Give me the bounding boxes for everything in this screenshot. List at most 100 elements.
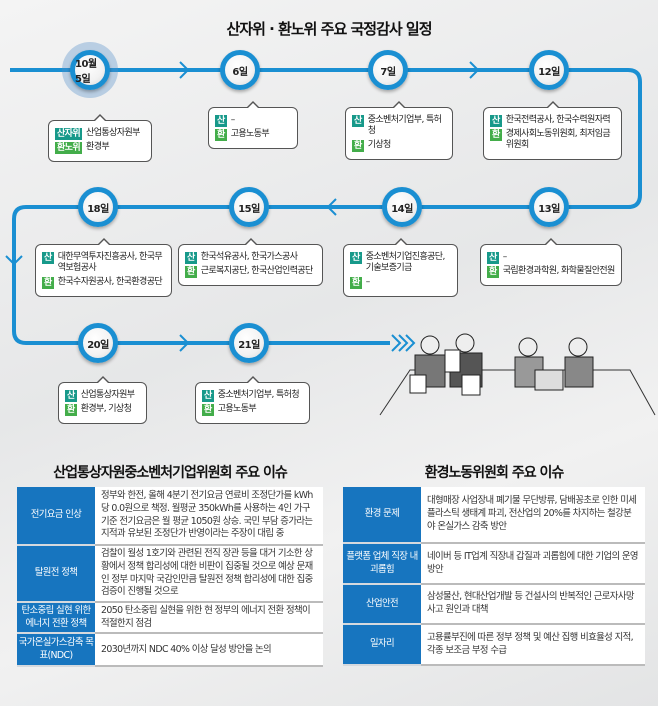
hwan-badge: 환: [215, 129, 227, 141]
san-agencies: 산업통상자원부: [80, 390, 135, 400]
meeting-illustration: [379, 333, 656, 416]
issue-topic: 환경 문제: [343, 487, 421, 544]
hwan-agencies: 기상청: [367, 139, 392, 150]
issue-topic: 탈원전 정책: [17, 545, 95, 603]
hwan-badge: 환: [65, 404, 77, 416]
issue-topic: 산업안전: [343, 584, 421, 625]
san-badge: 산: [202, 390, 214, 402]
date-node: 20일: [78, 323, 118, 363]
issue-topic: 전기요금 인상: [17, 487, 95, 546]
arrow-right-icon: [469, 61, 480, 79]
hwan-agencies: 고용노동부: [230, 129, 270, 139]
hwan-agencies: 경제사회노동위원회, 최저임금위원회: [505, 129, 611, 151]
issue-topic: 일자리: [343, 624, 421, 666]
hwan-agencies: 고용노동부: [217, 404, 257, 414]
san-badge: 산: [490, 115, 502, 127]
date-label: 21일: [238, 339, 260, 351]
san-agencies: 중소벤처기업부, 특허청: [217, 390, 300, 400]
issue-topic: 국가온실가스감축 목표(NDC): [17, 633, 95, 668]
hwan-badge: 환: [42, 276, 54, 289]
hwan-badge: 환: [185, 266, 197, 278]
issue-topic: 탄소중립 실현 위한 에너지 전환 정책: [17, 602, 95, 635]
issue-topic: 플랫폼 업체 직장 내 괴롭힘: [343, 543, 421, 585]
date-node-first: 10월 5일: [70, 50, 110, 90]
right-table-title: 환경노동위원회 주요 이슈: [424, 465, 564, 481]
san-agencies: 중소벤처기업부, 특허청: [367, 115, 442, 137]
arrow-left-icon: [326, 198, 337, 216]
date-node: 15일: [229, 187, 269, 227]
date-node: 12일: [529, 50, 569, 90]
issue-detail: 삼성물산, 현대산업개발 등 건설사의 반복적인 근로자사망사고 원인과 대책: [421, 584, 645, 625]
hwan-badge: 환: [350, 276, 362, 289]
date-label: 10월 5일: [75, 59, 97, 85]
san-badge: 산: [352, 115, 364, 127]
san-badge: 산: [42, 252, 54, 264]
hwan-agencies: 국립환경과학원, 화학물질안전원: [502, 266, 616, 276]
san-badge: 산: [65, 390, 77, 402]
issue-detail: 고용률부진에 따른 정부 정책 및 예산 집행 비효율성 지적, 각종 보조금 …: [421, 624, 645, 666]
double-chevron-icon: [391, 334, 416, 352]
arrow-down-icon: [5, 255, 23, 266]
hwan-agencies: 근로복지공단, 한국산업인력공단: [200, 266, 314, 276]
san-badge: 산: [487, 252, 499, 264]
date-node: 13일: [529, 187, 569, 227]
issue-detail: 2050 탄소중립 실현을 위한 현 정부의 에너지 전환 정책이 적절한지 점…: [95, 602, 323, 635]
issue-detail: 정부와 한전, 올해 4분기 전기요금 연료비 조정단가를 kWh당 0.0원으…: [95, 487, 323, 546]
date-node: 18일: [78, 187, 118, 227]
san-agencies: 대한무역투자진흥공사, 한국무역보험공사: [57, 252, 163, 274]
san-badge: 산: [185, 252, 197, 264]
san-agencies: 중소벤처기업진흥공단, 기술보증기금: [365, 252, 446, 274]
hwan-agencies: 환경부, 기상청: [80, 404, 132, 414]
san-agencies: 한국전력공사, 한국수력원자력: [505, 115, 611, 125]
date-label: 12일: [538, 66, 560, 78]
date-node: 14일: [382, 187, 422, 227]
date-label: 18일: [87, 203, 109, 215]
issue-detail: 네이버 등 IT업계 직장내 갑질과 괴롭힘에 대한 기업의 운영방안: [421, 543, 645, 585]
arrow-right-icon: [179, 334, 190, 352]
issue-detail: 2030년까지 NDC 40% 이상 달성 방안을 논의: [95, 633, 323, 668]
issue-detail: 검찰이 월성 1호기와 관련된 전직 장관 등을 대거 기소한 상황에서 정책 …: [95, 545, 323, 603]
san-badge: 산: [350, 252, 362, 264]
hwan-badge: 환: [487, 266, 499, 278]
hwan-badge: 환: [352, 139, 364, 152]
hwan-agencies: 환경부: [86, 142, 110, 152]
san-agencies: 산업통상자원부: [86, 128, 140, 138]
san-agencies: 한국석유공사, 한국가스공사: [200, 252, 298, 262]
date-label: 6일: [232, 66, 248, 78]
date-label: 13일: [538, 203, 560, 215]
san-badge: 산자위: [55, 128, 83, 140]
san-agencies: –: [502, 252, 507, 262]
san-agencies: –: [230, 115, 235, 125]
hwan-badge: 환노위: [55, 142, 83, 154]
hwan-badge: 환: [490, 129, 502, 141]
date-node: 21일: [229, 323, 269, 363]
date-label: 7일: [380, 66, 396, 78]
hwan-agencies: 한국수자원공사, 한국환경공단: [57, 276, 163, 287]
date-label: 20일: [87, 339, 109, 351]
table-row: 국가온실가스감축 목표(NDC)2030년까지 NDC 40% 이상 달성 방안…: [17, 633, 323, 668]
date-label: 15일: [238, 203, 260, 215]
issue-detail: 대형매장 사업장내 폐기물 무단방류, 담배꽁초로 인한 미세플라스틱 생태계 …: [421, 487, 645, 544]
date-node: 6일: [220, 50, 260, 90]
page-title: 산자위 · 환노위 주요 국정감사 일정: [226, 20, 432, 38]
hwan-agencies: –: [365, 276, 370, 287]
